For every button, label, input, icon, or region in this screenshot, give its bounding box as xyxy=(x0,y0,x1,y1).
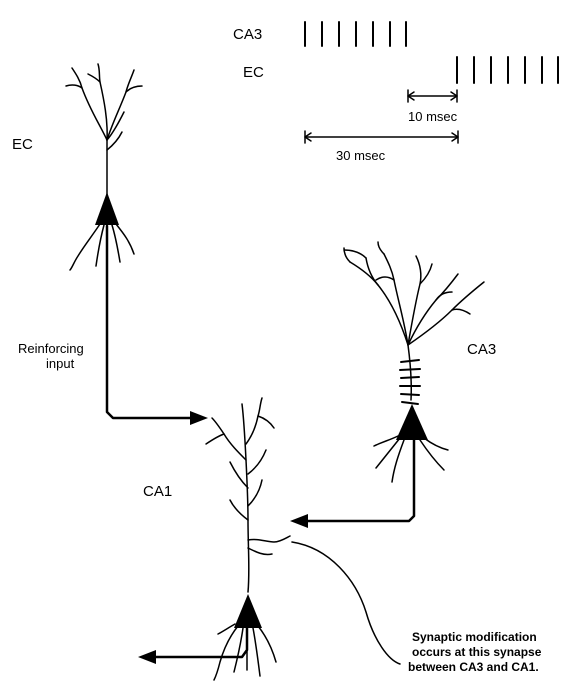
scale-label-30ms: 30 msec xyxy=(336,148,386,163)
scale-bar-30ms xyxy=(305,131,458,143)
scale-bar-10ms xyxy=(408,90,457,102)
ca1-soma xyxy=(234,594,262,628)
scale-label-10ms: 10 msec xyxy=(408,109,458,124)
synapse-note-line-2: occurs at this synapse xyxy=(412,645,542,659)
ec-neuron-label: EC xyxy=(12,136,33,153)
synapse-note-line-3: between CA3 and CA1. xyxy=(408,660,539,674)
ca1-neuron-label: CA1 xyxy=(143,483,172,500)
synapse-note-line-1: Synaptic modification xyxy=(412,630,537,644)
synapse-annotation: Synaptic modification occurs at this syn… xyxy=(292,542,542,674)
ca1-neuron: CA1 xyxy=(138,398,290,680)
ca1-axon-output xyxy=(138,628,247,664)
ca3-soma xyxy=(396,404,428,440)
ca3-spike-train xyxy=(305,22,406,46)
spike-row-ec-label: EC xyxy=(243,64,264,81)
ca3-neuron: CA3 xyxy=(344,242,496,482)
ca3-neuron-label: CA3 xyxy=(467,341,496,358)
ca3-to-ca1-arrowhead xyxy=(290,514,308,528)
ca3-basal-dendrites xyxy=(374,436,448,482)
ec-neuron: EC xyxy=(12,64,142,270)
ec-apical-dendrites xyxy=(66,64,142,195)
ec-spike-train xyxy=(457,57,558,83)
synapse-pointer-line xyxy=(292,542,400,664)
ca3-to-ca1-pathway xyxy=(290,440,414,528)
ec-basal-dendrites xyxy=(70,224,134,270)
spike-timing-panel: CA3 EC 10 msec xyxy=(233,22,558,163)
spike-row-ca3-label: CA3 xyxy=(233,26,262,43)
reinforcing-input-pathway: Reinforcing input xyxy=(18,226,208,425)
reinforcing-input-label-1: Reinforcing xyxy=(18,341,84,356)
reinforcing-arrowhead xyxy=(190,411,208,425)
reinforcing-input-label-2: input xyxy=(46,356,75,371)
ec-soma xyxy=(95,192,119,225)
ca1-output-arrowhead xyxy=(138,650,156,664)
